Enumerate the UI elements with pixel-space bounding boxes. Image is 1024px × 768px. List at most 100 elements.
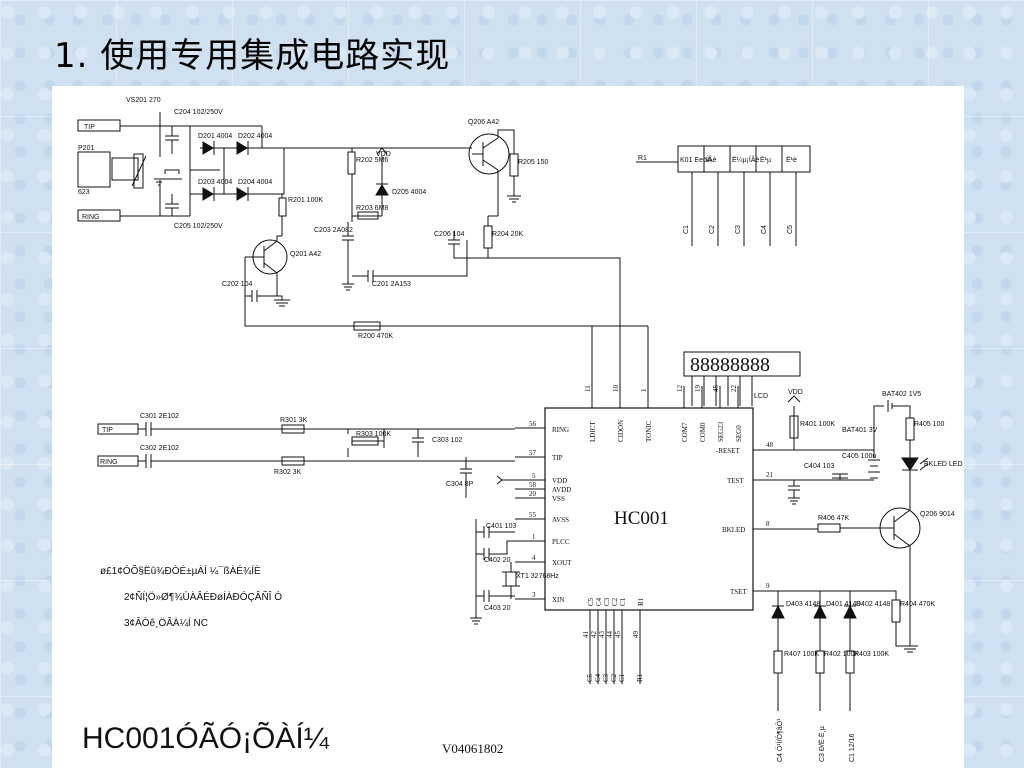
pin-num-top-3: 12 — [676, 385, 684, 393]
pin-num-bottom-0: 41 — [582, 631, 590, 639]
ic-pin-c5: C5 — [587, 597, 595, 606]
label-r402: R402 100K — [824, 651, 859, 658]
label-r301: R301 3K — [280, 417, 308, 424]
pin-num-bottom-1: 42 — [590, 631, 598, 639]
label-d203: D203 4004 — [198, 179, 232, 186]
label-r401: R401 100K — [800, 421, 835, 428]
label-q201: Q201 A42 — [290, 251, 321, 258]
pin-num-top-4: 19 — [694, 385, 702, 393]
bottom-net-label-c3: C3 Ð/Ë·Ë¸µ — [818, 726, 826, 762]
label-q206-bottom: Q206 9014 — [920, 511, 955, 518]
ic-pin-xin: XIN — [552, 596, 564, 604]
label-q206-top: Q206 A42 — [468, 119, 499, 126]
pin-num-right-2: 8 — [766, 520, 770, 528]
pin-num-left-1: 57 — [529, 449, 537, 457]
label-c402: C402 20 — [484, 557, 511, 564]
label-bkled: BKLED LED — [924, 461, 963, 468]
tip-terminal-label: TIP — [84, 124, 95, 131]
pin-num-right-0: 48 — [766, 441, 774, 449]
bottom-col-label-3: C2 — [610, 673, 618, 682]
key-label-2: ÍÂè — [706, 155, 717, 164]
label-c303: C303 102 — [432, 437, 462, 444]
label-r203: R203 6M8 — [356, 205, 388, 212]
label-c205: C205 102/250V — [174, 223, 223, 230]
ic-pin-bkled: BKLED — [722, 526, 745, 534]
label-r202: R202 5M6 — [356, 157, 388, 164]
label-r302: R302 3K — [274, 469, 302, 476]
ic-pin-com0: COM0 — [699, 422, 707, 442]
label-d402: D402 4148 — [856, 601, 890, 608]
hc001-chip-name: HC001 — [614, 508, 669, 529]
label-c302: C302 2E102 — [140, 445, 179, 452]
pin-num-left-4: 20 — [529, 490, 537, 498]
label-c203: C203 2A082 — [314, 227, 353, 234]
label-r405: R405 100 — [914, 421, 944, 428]
ic-pin-plcc: PLCC — [552, 538, 570, 546]
ic-pin-test: TEST — [727, 477, 744, 485]
schematic-note-3: 3¢ÂÒê¸ÖÂÀ¼Í NC — [124, 618, 208, 629]
ic-pin-xout: XOUT — [552, 559, 572, 567]
label-d205: D205 4004 — [392, 189, 426, 196]
label-c301: C301 2E102 — [140, 413, 179, 420]
ic-pin-avss: AVSS — [552, 516, 569, 524]
label-c202: C202 104 — [222, 281, 252, 288]
label-d201: D201 4004 — [198, 133, 232, 140]
pin-num-bottom-3: 44 — [606, 631, 614, 639]
label-c405: C405 100u — [842, 453, 876, 460]
tip-input-label: TIP — [102, 427, 113, 434]
hc001-chip-body — [544, 407, 754, 611]
ic-pin-vdd: VDD — [552, 477, 567, 485]
ic-pin-c4: C4 — [595, 597, 603, 606]
label-c304: C304 8P — [446, 481, 474, 488]
bottom-col-label-5: R1 — [636, 673, 644, 682]
key-col-c3: C3 — [735, 225, 742, 234]
key-label-5: Ë¹è — [786, 156, 797, 164]
bottom-col-label-2: C3 — [602, 673, 610, 682]
pin-num-left-3: 58 — [529, 481, 537, 489]
label-r303: R303 100K — [356, 431, 391, 438]
key-col-c2: C2 — [709, 225, 716, 234]
schematic-note-1: ø£1¢ÓÕ§Ëû¾ÐÒÉ±µÀÍ ¼¯ßÀÉ¾ÍÈ — [100, 566, 261, 577]
label-bat402: BAT402 1V5 — [882, 391, 921, 398]
p201-pins — [111, 157, 139, 181]
label-p201-value: 623 — [78, 189, 90, 196]
label-p201: P201 — [78, 145, 94, 152]
pin-num-left-5: 55 — [529, 511, 537, 519]
pin-num-left-6: 1 — [532, 533, 536, 541]
ic-pin-c1: C1 — [619, 597, 627, 606]
p201-connector — [77, 151, 111, 188]
ic-pin-tset: TSET — [730, 588, 747, 596]
lcd-side-label: LCD — [754, 393, 768, 400]
ic-pin-com7: COM7 — [681, 422, 689, 442]
bottom-col-label-1: C4 — [594, 673, 602, 682]
label-r205: R205 150 — [518, 159, 548, 166]
schematic-note-2: 2¢ÑÍ¦Ö»Ø¶¾ÙÀÂÉÐøÍÀÐÓÇÂÑÎ Ó — [124, 592, 283, 603]
label-vdd-top: VDD — [376, 151, 391, 158]
circuit-schematic: TIP RING TIP RING VS201 270 C204 102/250… — [77, 97, 963, 762]
ic-pin-tonic: TONIC — [645, 420, 653, 442]
ic-pin-reset: -RESET — [716, 447, 740, 455]
ic-pin-ring: RING — [552, 426, 569, 434]
label-r403: R403 100K — [854, 651, 889, 658]
ring-input-label: RING — [100, 459, 118, 466]
label-r204: R204 20K — [492, 231, 523, 238]
key-col-c4: C4 — [761, 225, 768, 234]
pin-num-top-6: 22 — [730, 385, 738, 393]
label-c206: C206 104 — [434, 231, 464, 238]
ic-pin-ldict: LDICT — [589, 421, 597, 442]
ic-pin-cidon: CIDON — [617, 420, 625, 442]
label-r407: R407 100K — [784, 651, 819, 658]
label-d401: D401 4148 — [826, 601, 860, 608]
vdd-right-label: VDD — [788, 389, 803, 396]
pin-num-left-2: 5 — [532, 472, 536, 480]
pin-num-bottom-4: 45 — [614, 631, 622, 639]
label-d204: D204 4004 — [238, 179, 272, 186]
bottom-col-label-0: C5 — [586, 673, 594, 682]
pin-num-right-3: 9 — [766, 582, 770, 590]
bottom-net-label-c4: C4 Ö¹Í/Ô¶âÔ¹ — [775, 718, 784, 762]
pin-num-right-1: 21 — [766, 471, 774, 479]
ic-pin-tip: TIP — [552, 454, 563, 462]
lcd-display-digits: 88888888 — [690, 354, 770, 376]
pin-num-bottom-5: 49 — [632, 631, 640, 639]
label-bat401: BAT401 3V — [842, 427, 878, 434]
